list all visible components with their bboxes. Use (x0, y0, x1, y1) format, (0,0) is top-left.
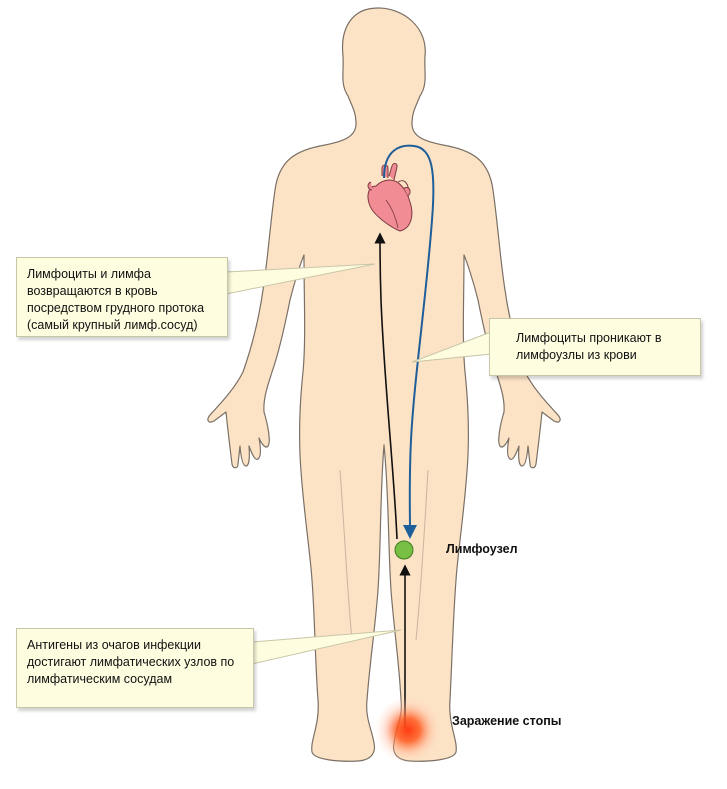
lymph-node-label: Лимфоузел (446, 542, 518, 556)
callout-line: (самый крупный лимф.сосуд) (27, 318, 198, 332)
callout-line: Лимфоциты проникают в (516, 331, 662, 345)
callout-antigens: Антигены из очагов инфекции достигают ли… (16, 628, 254, 708)
lymph-node-marker (394, 540, 414, 560)
thoracic-duct-arrow (374, 232, 398, 540)
leg-inner-line-left (339, 469, 353, 641)
callout-line: возвращаются в кровь (27, 284, 158, 298)
human-body-silhouette (207, 7, 561, 762)
callout-line: лимфоузлы из крови (516, 348, 637, 362)
callout-line: Лимфоциты и лимфа (27, 267, 151, 281)
blood-vessel-arrow (383, 144, 435, 539)
callout-line: посредством грудного протока (27, 301, 205, 315)
foot-infection-label: Заражение стопы (452, 714, 562, 728)
callout-line: Антигены из очагов инфекции (27, 638, 201, 652)
callout-thoracic-duct: Лимфоциты и лимфа возвращаются в кровь п… (16, 257, 228, 337)
callout-line: достигают лимфатических узлов по (27, 655, 235, 669)
leg-inner-line-right (415, 469, 429, 641)
callout-line: лимфатическим сосудам (27, 672, 173, 686)
callout-nodes-from-blood: Лимфоциты проникают в лимфоузлы из крови (489, 318, 701, 376)
foot-infection-glow (374, 696, 442, 764)
